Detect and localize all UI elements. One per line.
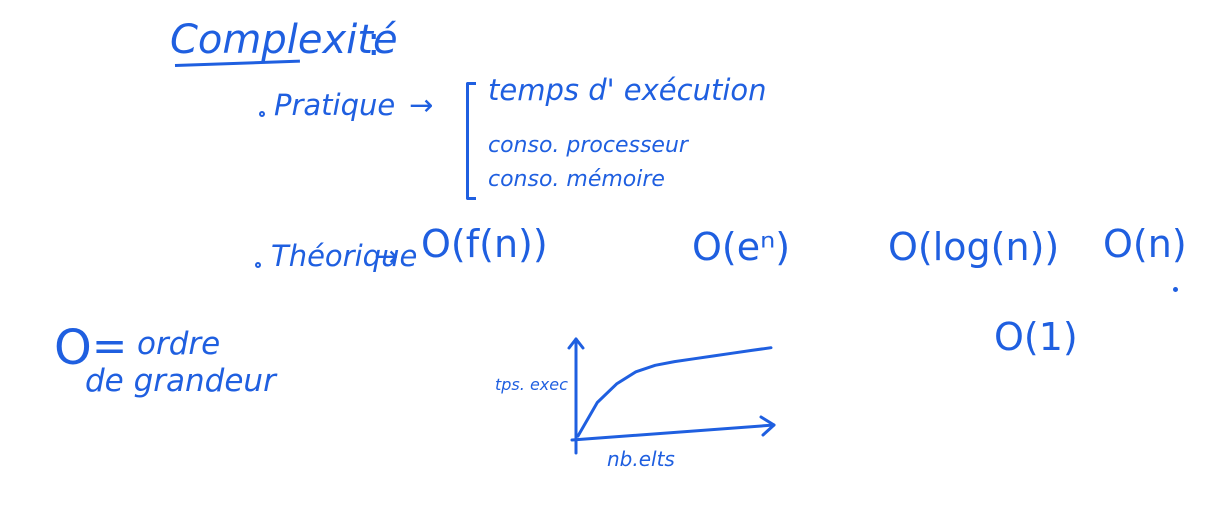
x-axis-arrow-icon (759, 415, 776, 437)
practical-item-2: conso. processeur (488, 133, 688, 158)
practical-item-3: conso. mémoire (488, 167, 665, 192)
practical-item-1: temps d' exécution (488, 73, 767, 107)
bullet-theoretical (255, 262, 261, 268)
x-axis-label: nb.elts (607, 447, 675, 471)
complexity-constant: O(1) (994, 315, 1078, 359)
page-title: Complexité (170, 17, 398, 63)
theoretical-label: Théorique (271, 239, 418, 273)
complexity-fn: O(f(n)) (421, 222, 548, 266)
practical-bracket (466, 82, 476, 200)
complexity-chart: tps. exec nb.elts (490, 325, 790, 485)
continuation-dot (1173, 287, 1178, 292)
order-line-1: ordre (137, 326, 221, 362)
y-axis-arrow-icon (567, 337, 585, 350)
order-line-2: de grandeur (85, 363, 276, 399)
y-axis-label: tps. exec (495, 375, 568, 394)
title-colon: : (367, 19, 381, 65)
chart-svg (567, 337, 776, 455)
complexity-exp: O(eⁿ) (692, 225, 791, 269)
x-axis-line (570, 423, 776, 442)
practical-arrow: → (409, 88, 434, 122)
practical-label: Pratique (274, 88, 396, 122)
theoretical-arrow: → (374, 239, 399, 273)
complexity-log: O(log(n)) (888, 225, 1060, 269)
series-curve (576, 346, 773, 438)
complexity-linear: O(n) (1103, 222, 1187, 266)
order-equals: = (92, 321, 128, 370)
bullet-practical (259, 111, 265, 117)
order-symbol: O (54, 320, 92, 376)
